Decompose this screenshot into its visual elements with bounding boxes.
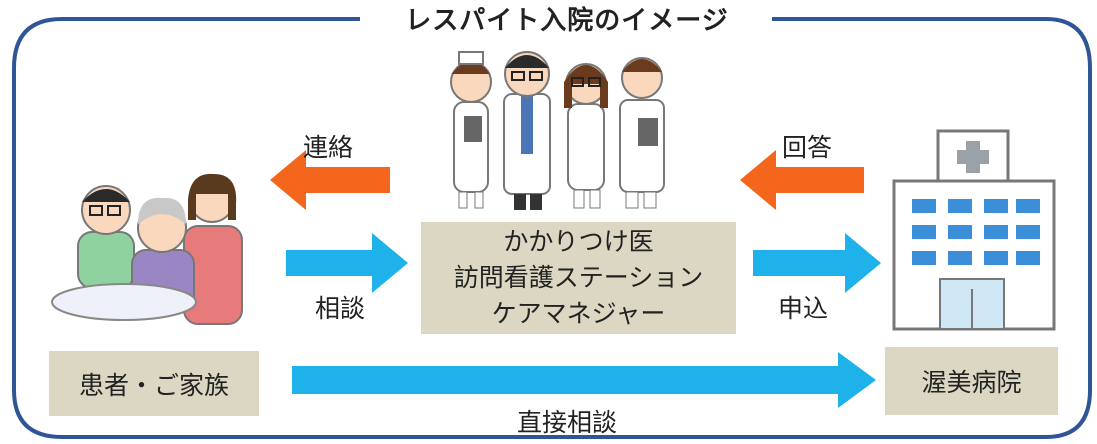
direct-consult-label: 直接相談 bbox=[517, 408, 618, 437]
medical-staff-illustration bbox=[450, 51, 665, 210]
family-man-figure bbox=[77, 185, 135, 289]
consult-label: 相談 bbox=[315, 294, 366, 323]
doctor-figure bbox=[503, 51, 551, 210]
male-nurse-figure bbox=[619, 57, 665, 209]
nurse-figure bbox=[450, 51, 492, 209]
apply-label: 申込 bbox=[778, 294, 829, 323]
provider-line-3: ケアマネジャー bbox=[491, 299, 666, 328]
answer-arrow bbox=[740, 150, 864, 210]
patient-family-box: 患者・ご家族 bbox=[49, 351, 259, 416]
care-providers-box: かかりつけ医 訪問看護ステーション ケアマネジャー bbox=[421, 222, 736, 334]
consult-arrow bbox=[286, 233, 408, 293]
patient-family-illustration bbox=[51, 173, 243, 325]
hospital-box: 渥美病院 bbox=[885, 347, 1058, 415]
family-woman-figure bbox=[183, 173, 243, 325]
provider-line-2: 訪問看護ステーション bbox=[453, 263, 704, 292]
answer-label: 回答 bbox=[782, 133, 833, 162]
diagram-title: レスパイト入院のイメージ bbox=[362, 2, 772, 40]
contact-arrow bbox=[270, 150, 390, 210]
hospital-label: 渥美病院 bbox=[921, 368, 1022, 397]
pillow-shape bbox=[51, 283, 197, 321]
direct-consult-arrow bbox=[292, 352, 876, 408]
contact-label: 連絡 bbox=[303, 133, 354, 162]
hospital-building-illustration bbox=[892, 129, 1056, 331]
apply-arrow bbox=[753, 233, 881, 293]
provider-line-1: かかりつけ医 bbox=[503, 227, 654, 256]
patient-family-label: 患者・ご家族 bbox=[78, 370, 229, 400]
nurse-figure-2 bbox=[564, 63, 608, 209]
